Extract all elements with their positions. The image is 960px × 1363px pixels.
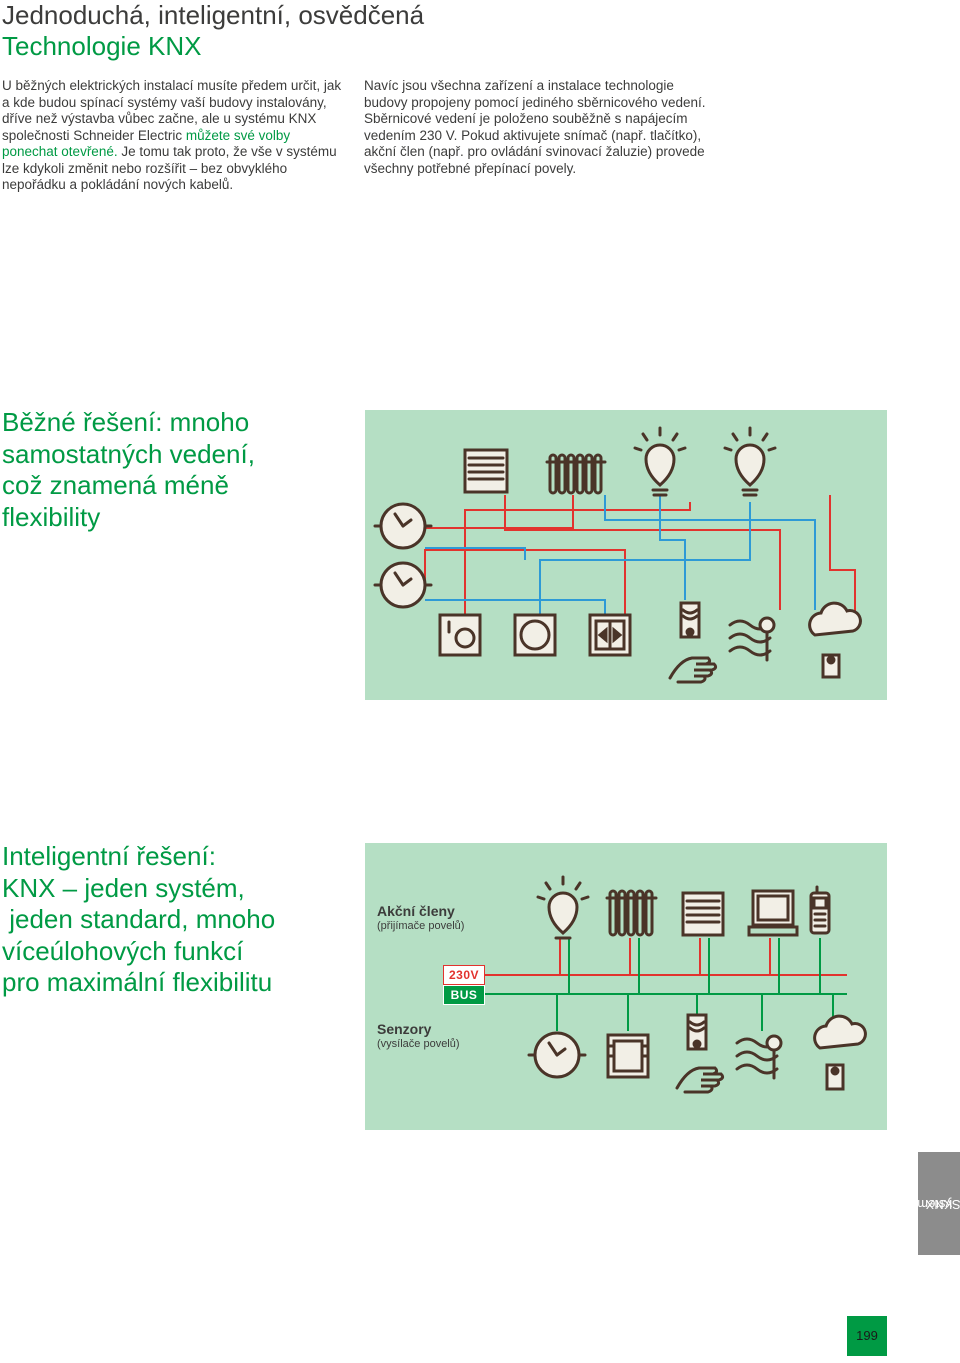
heading-intelligent-line: jeden standard, mnoho	[2, 904, 276, 934]
intro-left-highlight: můžete své volby ponechat otevřené.	[2, 127, 291, 160]
wind-sensor-icon	[728, 616, 776, 662]
heading-intelligent-line: KNX – jeden systém,	[2, 872, 245, 903]
side-tab-line-2: KNX	[925, 1196, 953, 1212]
thermostat-icon	[438, 613, 482, 657]
wire-blue	[539, 502, 751, 615]
weather-sensor-icon	[808, 601, 862, 679]
heading-common-line: samostatných vedení,	[2, 438, 255, 469]
wire-blue	[659, 495, 686, 600]
clock-icon	[373, 561, 433, 609]
heading-intelligent-solution: Inteligentní řešení: KNX – jeden systém,…	[2, 841, 275, 999]
actuators-label: Akční členy	[377, 903, 455, 919]
heading-common-solution: Běžné řešení: mnoho samostatných vedení,…	[2, 407, 255, 533]
diagram-conventional-wiring	[365, 410, 887, 700]
sensors-label: Senzory	[377, 1021, 432, 1037]
weather-sensor-icon	[813, 1014, 867, 1091]
heading-intelligent-line: Inteligentní řešení:	[2, 841, 216, 871]
wire-red	[829, 495, 856, 615]
bulb-icon	[536, 875, 590, 940]
page-number: 199	[847, 1316, 887, 1356]
shutter-icon	[681, 891, 725, 937]
page-title: Jednoduchá, inteligentní, osvědčená Tech…	[2, 0, 424, 62]
switch-icon	[588, 613, 632, 657]
wire-blue	[604, 495, 816, 610]
intro-paragraph-right: Navíc jsou všechna zařízení a instalace …	[364, 78, 706, 176]
heading-common-line: což znamená méně	[2, 470, 229, 500]
clock-icon	[527, 1031, 587, 1079]
monitor-icon	[747, 889, 799, 937]
wire-blue	[425, 599, 606, 615]
heading-intelligent-line: víceúlohových funkcí	[2, 935, 244, 966]
intro-left-text-1: U běžných elektrických instalací musíte …	[2, 78, 342, 143]
title-line-1: Jednoduchá, inteligentní, osvědčená	[2, 0, 425, 30]
radiator-icon	[605, 889, 658, 937]
badge-230v: 230V	[443, 965, 485, 985]
dimmer-icon	[513, 613, 557, 657]
knx-bus-svg	[483, 875, 867, 1094]
bulb-icon	[633, 426, 687, 497]
heading-intelligent-line: pro maximální flexibilitu	[2, 967, 273, 997]
presence-detector-icon	[679, 601, 701, 639]
phone-icon	[809, 885, 831, 935]
wire-red	[425, 495, 574, 529]
wire-red	[464, 502, 691, 615]
presence-detector-icon	[686, 1013, 708, 1051]
heading-common-line: flexibility	[2, 501, 101, 532]
shutter-icon	[463, 448, 509, 494]
sensors-sublabel: (vysílače povelů)	[377, 1038, 460, 1050]
intro-left-text-2: Je tomu tak proto, že vše v systému lze …	[2, 144, 337, 192]
window-icon	[606, 1033, 650, 1079]
intro-paragraph-left: U běžných elektrických instalací musíte …	[2, 78, 347, 194]
wire-red	[504, 495, 781, 610]
wire-blue	[425, 547, 526, 560]
badge-bus: BUS	[443, 985, 485, 1005]
hand-icon	[668, 656, 718, 684]
actuators-sublabel: (přijímače povelů)	[377, 920, 465, 932]
radiator-icon	[545, 453, 607, 495]
diagram-knx-bus: Akční členy (přijímače povelů) 230V BUS …	[365, 843, 887, 1130]
hand-icon	[675, 1066, 725, 1094]
conventional-wiring-svg	[373, 426, 862, 684]
wind-sensor-icon	[735, 1034, 783, 1080]
bulb-icon	[723, 426, 777, 497]
title-line-2: Technologie KNX	[2, 31, 202, 61]
clock-icon	[373, 502, 433, 550]
heading-common-line: Běžné řešení: mnoho	[2, 407, 250, 437]
